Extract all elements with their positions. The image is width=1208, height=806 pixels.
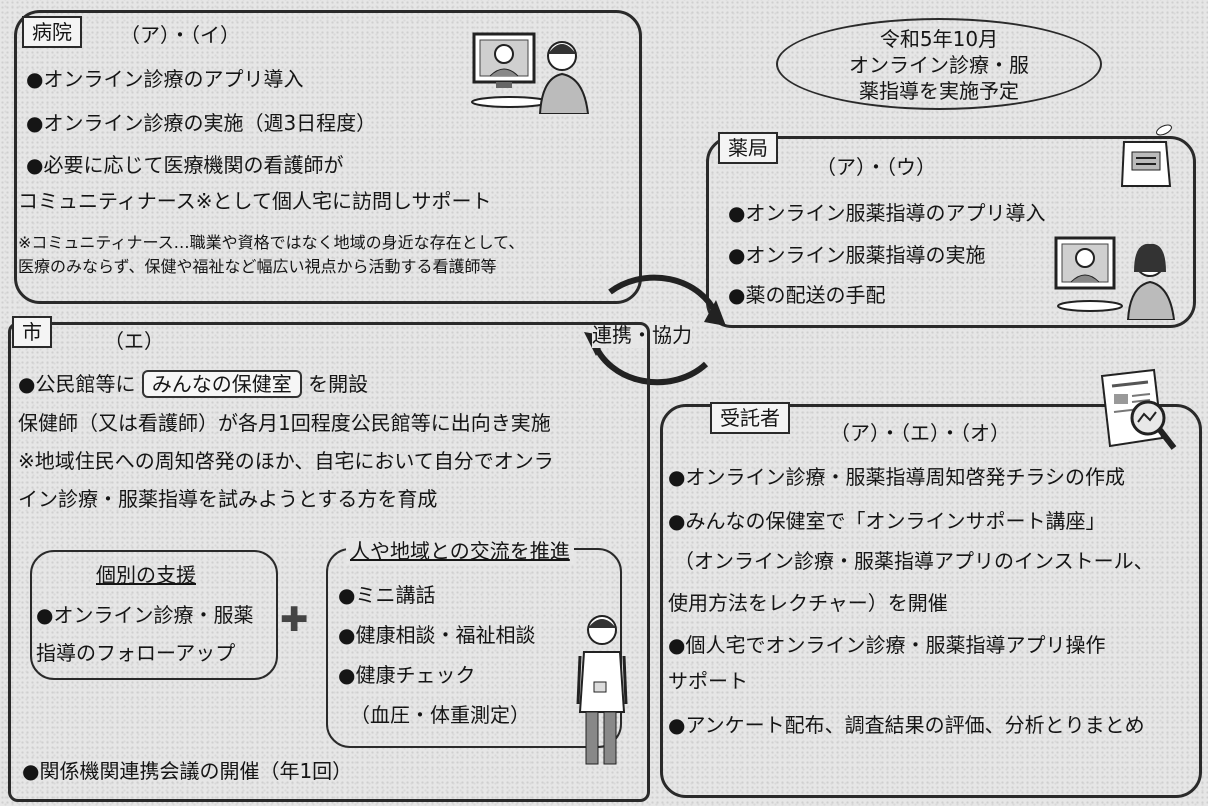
pharmacy-line-2: ●オンライン服薬指導の実施: [728, 243, 986, 267]
schedule-line-3: 薬指導を実施予定: [859, 79, 1019, 103]
contractor-panel: [660, 404, 1202, 798]
city-footer: ●関係機関連携会議の開催（年1回）: [22, 759, 353, 783]
city-panel: [8, 322, 650, 802]
exchange-title: 人や地域との交流を推進: [346, 538, 574, 564]
schedule-oval: 令和5年10月 オンライン診療・服 薬指導を実施予定: [776, 18, 1102, 110]
contractor-heading: （ア）・（エ）・（オ）: [830, 421, 1010, 445]
pharmacy-panel: [706, 136, 1196, 328]
schedule-line-1: 令和5年10月: [879, 27, 999, 51]
city-line-open-suffix: を開設: [308, 372, 369, 396]
hospital-line-3: ●必要に応じて医療機関の看護師が: [26, 153, 344, 177]
city-heading: （エ）: [104, 329, 164, 353]
hospital-line-4: コミュニティナース※として個人宅に訪問しサポート: [18, 189, 492, 213]
city-line-4: イン診療・服薬指導を試みようとする方を育成: [18, 487, 438, 511]
report-magnifier-icon: [1100, 368, 1177, 450]
hospital-line-1: ●オンライン診療のアプリ導入: [26, 67, 304, 91]
online-consultation-illustration: [471, 32, 590, 114]
contractor-line-5: ●個人宅でオンライン診療・服薬指導アプリ操作: [668, 633, 1106, 657]
contractor-line-7: ●アンケート配布、調査結果の評価、分析とりまとめ: [668, 713, 1145, 737]
city-tag: 市: [12, 316, 52, 348]
exchange-item-2: ●健康相談・福祉相談: [338, 623, 536, 647]
pharmacy-heading: （ア）・（ウ）: [816, 155, 936, 179]
city-line-open: ●公民館等に みんなの保健室 を開設: [18, 368, 368, 400]
individual-support-box: [30, 550, 278, 680]
hospital-tag: 病院: [22, 16, 82, 48]
city-line-2: 保健師（又は看護師）が各月1回程度公民館等に出向き実施: [18, 411, 551, 435]
city-line-open-prefix: ●公民館等に: [18, 372, 136, 396]
individual-support-line-1: ●オンライン診療・服薬: [36, 603, 254, 627]
pharmacy-tag: 薬局: [718, 132, 778, 164]
hospital-line-2: ●オンライン診療の実施（週3日程度）: [26, 111, 377, 135]
individual-support-line-2: 指導のフォローアップ: [36, 641, 236, 665]
individual-support-title: 個別の支援: [96, 563, 196, 587]
contractor-line-2: ●みんなの保健室で「オンラインサポート講座」: [668, 509, 1106, 533]
contractor-line-4: 使用方法をレクチャー）を開催: [668, 591, 948, 615]
hospital-panel: [14, 10, 642, 304]
schedule-line-2: オンライン診療・服: [849, 53, 1029, 77]
hospital-note-2: 医療のみならず、保健や福祉など幅広い視点から活動する看護師等: [18, 257, 497, 276]
pharmacy-line-3: ●薬の配送の手配: [728, 283, 886, 307]
exchange-item-4: （血圧・体重測定）: [350, 703, 530, 727]
city-line-3: ※地域住民への周知啓発のほか、自宅において自分でオンラ: [18, 449, 554, 473]
hospital-note-1: ※コミュニティナース…職業や資格ではなく地域の身近な存在として、: [18, 233, 525, 252]
minna-hokenshitsu-badge: みんなの保健室: [141, 370, 302, 398]
exchange-item-1: ●ミニ講話: [338, 583, 436, 607]
contractor-tag: 受託者: [710, 402, 790, 434]
medicine-bag-icon: [1120, 124, 1172, 187]
exchange-item-3: ●健康チェック: [338, 663, 476, 687]
health-worker-illustration: [576, 615, 628, 765]
contractor-line-3: （オンライン診療・服薬指導アプリのインストール、: [674, 549, 1154, 573]
contractor-line-1: ●オンライン診療・服薬指導周知啓発チラシの作成: [668, 465, 1126, 489]
contractor-line-6: サポート: [668, 669, 748, 693]
hospital-heading: （ア）・（イ）: [120, 23, 240, 47]
pharmacy-line-1: ●オンライン服薬指導のアプリ導入: [728, 201, 1046, 225]
plus-icon: ✚: [280, 600, 309, 640]
online-medication-illustration: [1054, 236, 1176, 320]
